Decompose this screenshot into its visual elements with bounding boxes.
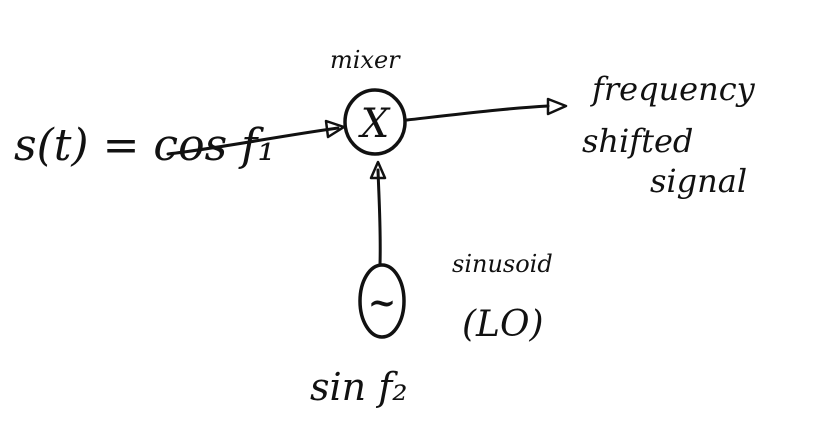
lo-arrowhead: [369, 160, 387, 180]
output-label-line2: shifted: [582, 122, 693, 160]
mixer-symbol: X: [358, 101, 391, 147]
output-label-line1: frequency: [590, 70, 756, 108]
oscillator-symbol: ~: [368, 283, 397, 323]
input-arrowhead: [324, 119, 346, 139]
output-label-line3: signal: [650, 162, 747, 200]
lo-signal-line: [376, 168, 382, 267]
oscillator-label-line1: sinusoid: [452, 250, 553, 278]
output-arrowhead: [546, 97, 568, 116]
oscillator-label-line2: (LO): [462, 304, 544, 345]
input-signal-line: [166, 126, 340, 156]
mixer-circle: [343, 88, 407, 156]
oscillator-circle: [358, 263, 406, 339]
output-signal-line: [405, 104, 550, 122]
mixer-label: mixer: [330, 46, 401, 74]
oscillator-frequency-label: sin f₂: [310, 365, 408, 409]
